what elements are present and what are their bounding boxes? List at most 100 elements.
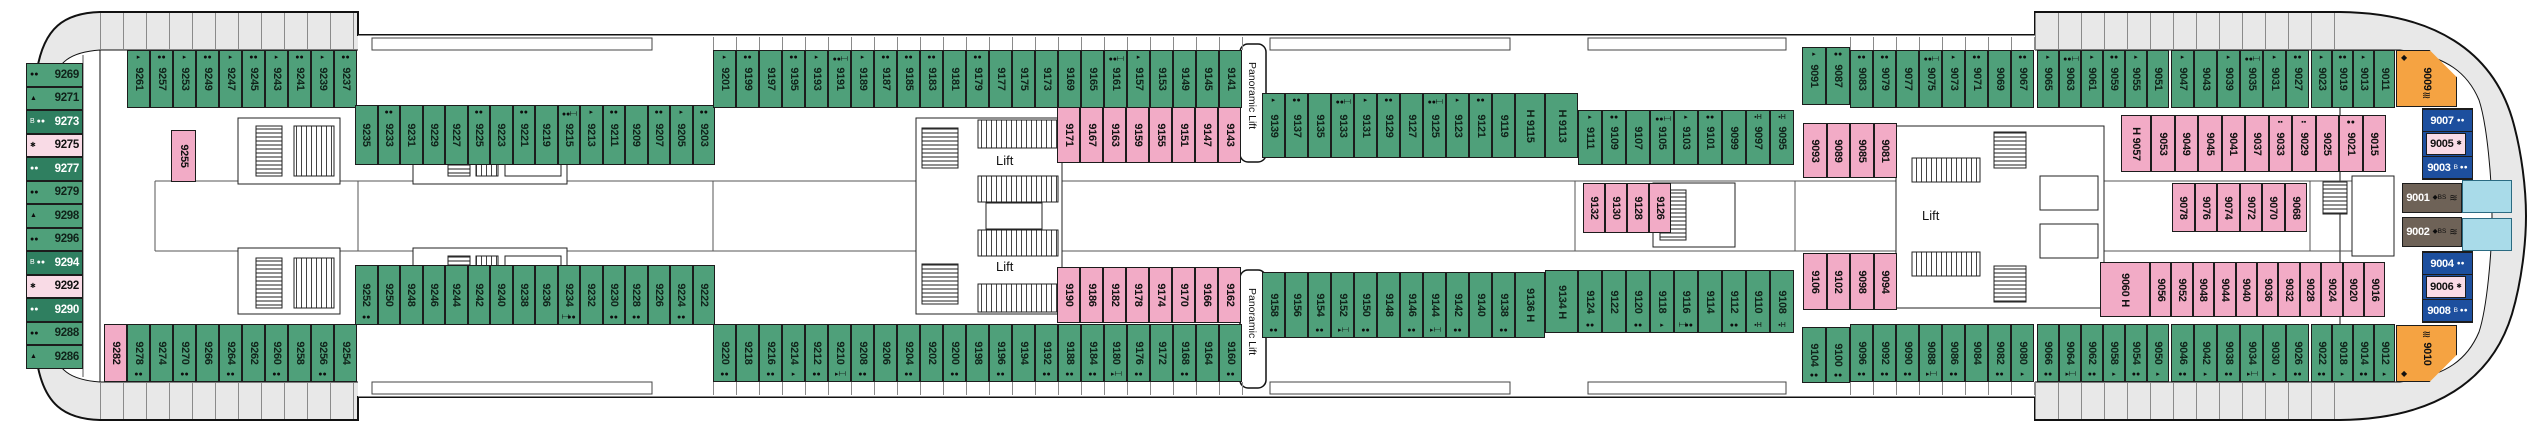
cabin-9219[interactable]: 9219 [535, 105, 558, 165]
cabin-9118[interactable]: 9118▸ [1650, 270, 1674, 333]
cabin-9146[interactable]: 9146●● [1400, 272, 1423, 338]
cabin-9191[interactable]: 9191●●⌶ [828, 50, 851, 108]
cabin-9001[interactable]: 9001◆BS≋ [2402, 183, 2462, 213]
cabin-9223[interactable]: 9223 [490, 105, 513, 165]
cabin-9216[interactable]: 9216●● [759, 324, 782, 382]
cabin-9144[interactable]: 9144▸⌶ [1423, 272, 1446, 338]
cabin-9056[interactable]: 9056 [2150, 262, 2172, 317]
cabin-9238[interactable]: 9238 [512, 265, 535, 325]
cabin-9093[interactable]: 9093 [1803, 123, 1827, 178]
cabin-9246[interactable]: 9246 [422, 265, 445, 325]
cabin-9184[interactable]: 9184●● [1081, 324, 1104, 382]
cabin-9205[interactable]: 9205▸ [670, 105, 693, 165]
cabin-9257[interactable]: 9257●● [150, 50, 173, 108]
cabin-9035[interactable]: 9035●●⌶ [2240, 50, 2263, 108]
cabin-9133[interactable]: 9133●●⌶ [1331, 93, 1354, 158]
cabin-9193[interactable]: 9193▸ [805, 50, 828, 108]
cabin-9029[interactable]: 9029▪▪ [2292, 115, 2316, 172]
cabin-9245[interactable]: 9245●● [242, 50, 265, 108]
cabin-9037[interactable]: 9037 [2245, 115, 2269, 172]
cabin-9256[interactable]: 9256●● [311, 324, 334, 382]
cabin-9041[interactable]: 9041 [2221, 115, 2245, 172]
cabin-9279[interactable]: ●●9279 [26, 180, 83, 204]
cabin-9014[interactable]: 9014●● [2353, 324, 2374, 382]
cabin-9215[interactable]: 9215●●⌶ [557, 105, 580, 165]
cabin-9171[interactable]: 9171 [1057, 107, 1080, 163]
cabin-9033[interactable]: 9033▪▪ [2268, 115, 2292, 172]
cabin-9042[interactable]: 9042▸ [2194, 324, 2217, 382]
cabin-9192[interactable]: 9192●● [1035, 324, 1058, 382]
cabin-9076[interactable]: 9076 [2194, 183, 2217, 232]
cabin-9162[interactable]: 9162 [1218, 267, 1241, 323]
cabin-9201[interactable]: 9201▸ [713, 50, 736, 108]
cabin-9002[interactable]: 9002◆BS≋ [2402, 217, 2462, 247]
cabin-9254[interactable]: 9254 [334, 324, 357, 382]
cabin-9161[interactable]: 9161●●⌶ [1104, 50, 1127, 108]
cabin-9187[interactable]: 9187●● [874, 50, 897, 108]
cabin-9235[interactable]: 9235 [355, 105, 378, 165]
cabin-9025[interactable]: 9025 [2315, 115, 2339, 172]
cabin-9034[interactable]: 9034▸⌶ [2240, 324, 2263, 382]
cabin-9240[interactable]: 9240 [490, 265, 513, 325]
cabin-9210[interactable]: 9210▸⌶ [828, 324, 851, 382]
cabin-9275[interactable]: ✱9275 [26, 133, 83, 157]
cabin-9082[interactable]: 9082●● [1988, 324, 2011, 382]
cabin-9183[interactable]: 9183●● [920, 50, 943, 108]
cabin-9236[interactable]: 9236 [535, 265, 558, 325]
cabin-9157[interactable]: 9157▸ [1127, 50, 1150, 108]
cabin-9138[interactable]: 9138●● [1492, 272, 1515, 338]
cabin-9004[interactable]: 9004●● [2422, 252, 2473, 275]
cabin-9072[interactable]: 9072 [2239, 183, 2262, 232]
cabin-9007[interactable]: 9007●● [2422, 109, 2473, 132]
cabin-9247[interactable]: 9247▸ [219, 50, 242, 108]
cabin-9107[interactable]: 9107 [1626, 110, 1650, 165]
cabin-9121[interactable]: 9121●● [1469, 93, 1492, 158]
cabin-9209[interactable]: 9209 [625, 105, 648, 165]
cabin-9164[interactable]: 9164 [1196, 324, 1219, 382]
cabin-9218[interactable]: 9218 [736, 324, 759, 382]
cabin-9149[interactable]: 9149 [1173, 50, 1196, 108]
cabin-9258[interactable]: 9258 [288, 324, 311, 382]
cabin-9182[interactable]: 9182 [1103, 267, 1126, 323]
cabin-9188[interactable]: 9188●● [1058, 324, 1081, 382]
cabin-9110[interactable]: 9110▪H [1746, 270, 1770, 333]
cabin-9050[interactable]: 9050▸ [2147, 324, 2169, 382]
cabin-9158[interactable]: 9158●● [1262, 272, 1285, 338]
cabin-9049[interactable]: 9049 [2174, 115, 2198, 172]
cabin-9123[interactable]: 9123▸ [1446, 93, 1469, 158]
cabin-9286[interactable]: ▲9286 [26, 345, 83, 369]
cabin-9052[interactable]: 9052 [2171, 262, 2193, 317]
cabin-9078[interactable]: 9078 [2172, 183, 2195, 232]
cabin-9068[interactable]: 9068 [2284, 183, 2307, 232]
cabin-9131[interactable]: 9131▸ [1354, 93, 1377, 158]
cabin-9054[interactable]: 9054●● [2125, 324, 2147, 382]
cabin-9159[interactable]: 9159 [1126, 107, 1149, 163]
cabin-9038[interactable]: 9038●● [2217, 324, 2240, 382]
cabin-9040[interactable]: 9040 [2235, 262, 2257, 317]
cabin-9064[interactable]: 9064▸⌶ [2059, 324, 2081, 382]
cabin-9105[interactable]: 9105●●⌶ [1650, 110, 1674, 165]
cabin-9087[interactable]: 9087●● [1826, 47, 1850, 105]
cabin-9173[interactable]: 9173 [1035, 50, 1058, 108]
cabin-9096[interactable]: 9096●● [1850, 324, 1873, 382]
cabin-9140[interactable]: 9140 [1469, 272, 1492, 338]
cabin-9111[interactable]: 9111▸ [1578, 110, 1602, 165]
cabin-9088[interactable]: 9088▸⌶ [1919, 324, 1942, 382]
cabin-9189[interactable]: 9189▸ [851, 50, 874, 108]
cabin-9059[interactable]: 9059●● [2103, 50, 2125, 108]
cabin-9067[interactable]: 9067●● [2011, 50, 2034, 108]
cabin-9124[interactable]: 9124●● [1578, 270, 1602, 333]
cabin-9226[interactable]: 9226 [647, 265, 670, 325]
cabin-9194[interactable]: 9194 [1012, 324, 1035, 382]
cabin-9237[interactable]: 9237●● [334, 50, 357, 108]
cabin-9006[interactable]: 9006✱ [2426, 276, 2466, 298]
cabin-9270[interactable]: 9270●● [173, 324, 196, 382]
cabin-9261[interactable]: 9261▸ [127, 50, 150, 108]
cabin-9106[interactable]: 9106 [1803, 253, 1827, 310]
cabin-9090[interactable]: 9090●● [1896, 324, 1919, 382]
cabin-9269[interactable]: ●●9269 [26, 63, 83, 87]
cabin-9020[interactable]: 9020 [2342, 262, 2364, 317]
cabin-9127[interactable]: 9127 [1400, 93, 1423, 158]
cabin-9232[interactable]: 9232 [580, 265, 603, 325]
